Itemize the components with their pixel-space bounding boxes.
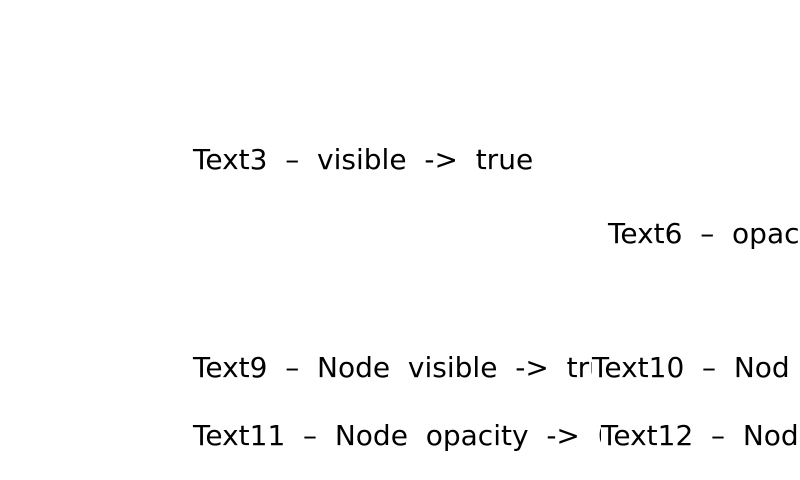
- text-run-text9: Text9 – Node visible -> tru: [193, 351, 607, 384]
- text-run-text6: Text6 – opac: [608, 217, 800, 250]
- text-run-text3: Text3 – visible -> true: [193, 143, 534, 176]
- text-run-text10: Text10 – Nod: [592, 351, 790, 384]
- text-run-text11: Text11 – Node opacity -> 0: [193, 419, 616, 452]
- text-run-text12: Text12 – Nod: [601, 419, 799, 452]
